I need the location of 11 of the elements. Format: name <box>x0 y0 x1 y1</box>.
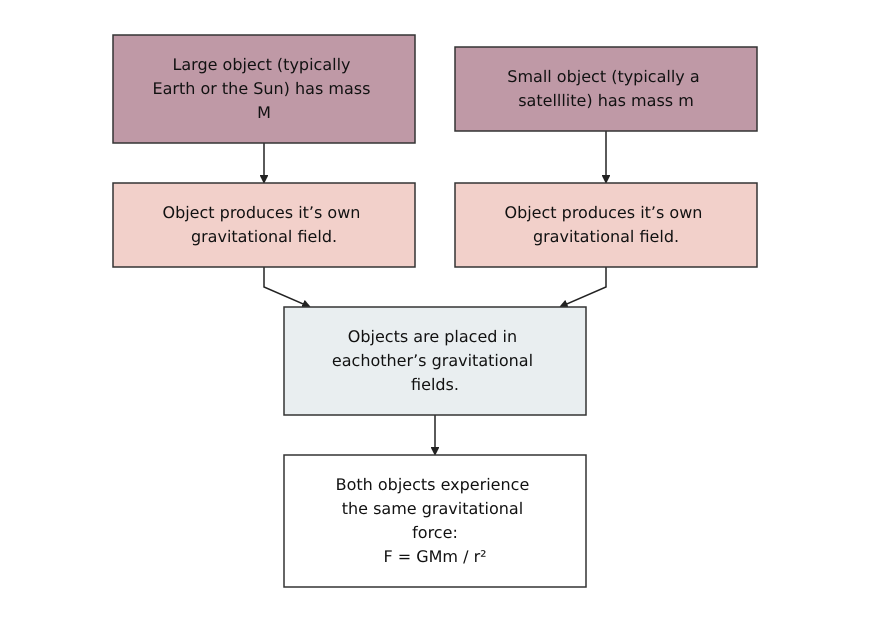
arrow <box>263 266 311 308</box>
node-box: Objects are placed in eachother’s gravitational fields. <box>283 306 587 416</box>
arrow <box>260 142 268 183</box>
arrow <box>559 266 607 308</box>
arrow <box>430 414 440 455</box>
node-box: Large object (typically Earth or the Sun) has mass M <box>112 34 416 144</box>
node-box: Small object (typically a satelllite) has mass m <box>454 46 758 132</box>
node-box: Object produces it’s own gravitational field. <box>112 182 416 268</box>
node-box: Both objects experience the same gravitational force: F = GMm / r² <box>283 454 587 588</box>
arrow <box>602 130 610 183</box>
node-box: Object produces it’s own gravitational field. <box>454 182 758 268</box>
